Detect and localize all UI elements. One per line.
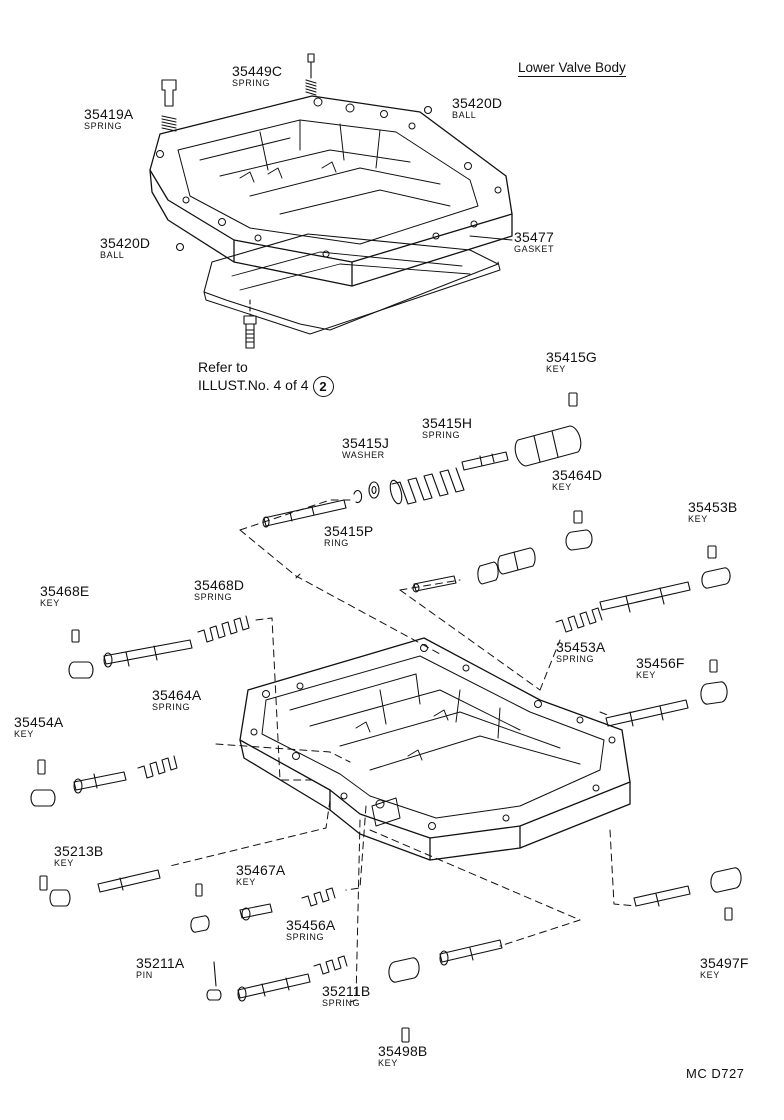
part-description: BALL [452, 110, 477, 120]
part-description: SPRING [556, 654, 595, 664]
part-number: 35497F [700, 955, 749, 971]
part-number: 35415P [324, 523, 374, 539]
refer-line-2: ILLUST.No. 4 of 4 [198, 377, 309, 394]
part-description: BALL [100, 250, 125, 260]
part-description: SPRING [232, 78, 271, 88]
part-number: 35419A [84, 106, 134, 122]
top-valve-body-plate [149, 95, 513, 335]
part-number: 35454A [14, 714, 64, 730]
part-number: 35456F [636, 655, 685, 671]
part-number: 35467A [236, 862, 286, 878]
part-description: SPRING [286, 932, 325, 942]
part-number: 35477 [514, 229, 554, 245]
part-number: 35453A [556, 639, 606, 655]
part-number: 35420D [452, 95, 503, 111]
part-number: 35468E [40, 583, 90, 599]
part-number: 35420D [100, 235, 151, 251]
left-valve-parts [30, 615, 742, 1043]
part-number: 35498B [378, 1043, 428, 1059]
refer-line-1: Refer to [198, 359, 248, 375]
part-description: KEY [688, 514, 708, 524]
lower-valve-body [239, 637, 631, 861]
part-number: 35464A [152, 687, 202, 703]
part-description: KEY [14, 729, 34, 739]
diagram-code: MC D727 [686, 1066, 745, 1081]
part-description: SPRING [84, 121, 123, 131]
part-description: WASHER [342, 450, 385, 460]
part-description: PIN [136, 970, 153, 980]
part-description: KEY [636, 670, 656, 680]
part-description: SPRING [194, 592, 233, 602]
part-description: SPRING [322, 998, 361, 1008]
part-description: KEY [236, 877, 256, 887]
top-small-parts [161, 53, 433, 349]
part-number: 35211B [322, 983, 371, 999]
part-description: KEY [378, 1058, 398, 1068]
part-description: KEY [552, 482, 572, 492]
part-number: 35415H [422, 415, 473, 431]
part-number: 35464D [552, 467, 603, 483]
part-description: RING [324, 538, 349, 548]
part-description: GASKET [514, 244, 555, 254]
part-description: KEY [546, 364, 566, 374]
middle-valve-train [262, 392, 731, 633]
assembly-guide-lines [169, 499, 637, 1003]
part-number: 35211A [136, 955, 185, 971]
part-number: 35213B [54, 843, 104, 859]
part-number: 35415G [546, 349, 598, 365]
part-number: 35456A [286, 917, 336, 933]
part-description: SPRING [152, 702, 191, 712]
part-description: KEY [40, 598, 60, 608]
part-number: 35453B [688, 499, 738, 515]
part-description: KEY [54, 858, 74, 868]
part-description: KEY [700, 970, 720, 980]
part-number: 35449C [232, 63, 283, 79]
part-description: SPRING [422, 430, 461, 440]
part-number: 35468D [194, 577, 245, 593]
circled-reference-number: 2 [312, 376, 334, 397]
part-number: 35415J [342, 435, 390, 451]
diagram-title: Lower Valve Body [518, 60, 626, 77]
